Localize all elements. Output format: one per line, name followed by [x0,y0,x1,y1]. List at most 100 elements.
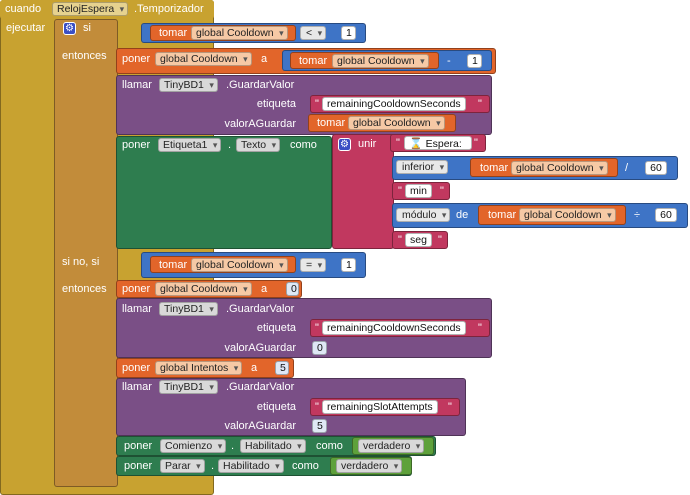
event-name-label: .Temporizador [134,3,204,15]
mutator-gear-icon[interactable]: ⚙ [338,138,351,151]
quote-open: " [398,185,402,197]
number-field[interactable]: 5 [275,361,289,375]
call-label: llamar [122,381,152,393]
tag-label: etiqueta [256,322,296,334]
of-label: de [456,209,469,221]
as-label: como [292,460,319,472]
number-field[interactable]: 0 [312,341,327,355]
store-method-label: .GuardarValor [226,303,295,315]
quote-close: " [438,234,442,246]
quote-close: " [440,185,444,197]
quote-close: " [474,137,478,149]
number-field[interactable]: 1 [341,26,356,40]
call-label: llamar [122,303,152,315]
property-dropdown[interactable]: Habilitado [240,439,306,453]
value-to-store-label: valorAGuardar [224,342,296,354]
get-label: tomar [317,117,346,129]
text-field[interactable]: remainingSlotAttempts [322,400,438,414]
quote-close: " [478,98,482,110]
number-field[interactable]: 5 [312,419,327,433]
dot-label: . [211,460,215,472]
store-method-label: .GuardarValor [226,79,295,91]
to-label: a [251,362,258,374]
set-label: poner [124,440,153,452]
set-label: poner [122,362,151,374]
else-if-label: si no, si [62,256,100,268]
text-field[interactable]: remainingCooldownSeconds [322,321,466,335]
modulo-dropdown[interactable]: módulo [396,208,451,222]
set-var-dropdown[interactable]: global Cooldown [155,282,252,296]
text-field[interactable]: seg [405,233,432,247]
if-label: si [83,22,91,34]
call-label: llamar [122,79,152,91]
number-field[interactable]: 1 [341,258,356,272]
number-field[interactable]: 1 [467,54,482,68]
join-label: unir [358,138,377,150]
var-dropdown[interactable]: global Cooldown [191,258,288,272]
join-block[interactable] [332,134,394,249]
event-component-dropdown[interactable]: RelojEspera [52,2,129,16]
get-label: tomar [488,209,517,221]
compare-op-dropdown[interactable]: < [300,26,327,40]
modulo-op: ÷ [634,209,641,221]
number-field[interactable]: 60 [655,208,677,222]
var-dropdown[interactable]: global Cooldown [191,26,288,40]
set-label: poner [122,283,151,295]
set-label: poner [122,139,151,151]
property-dropdown[interactable]: Habilitado [218,459,284,473]
component-dropdown[interactable]: Comienzo [160,439,227,453]
tinydb-dropdown[interactable]: TinyBD1 [159,380,218,394]
tag-label: etiqueta [256,401,296,413]
boolean-dropdown[interactable]: verdadero [358,439,425,453]
tag-label: etiqueta [256,98,296,110]
text-field[interactable]: min [405,184,432,198]
value-to-store-label: valorAGuardar [224,118,296,130]
set-var-dropdown[interactable]: global Intentos [155,361,243,375]
quote-close: " [448,401,452,413]
quote-open: " [315,401,319,413]
quote-open: " [396,137,400,149]
text-field[interactable]: remainingCooldownSeconds [322,97,466,111]
tinydb-dropdown[interactable]: TinyBD1 [159,302,218,316]
compare-op-dropdown[interactable]: = [300,258,327,272]
get-label: tomar [159,27,188,39]
store-method-label: .GuardarValor [226,381,295,393]
mutator-gear-icon[interactable]: ⚙ [63,22,76,35]
get-label: tomar [159,259,188,271]
set-label: poner [122,53,151,65]
get-label: tomar [299,55,328,67]
quote-open: " [315,98,319,110]
quote-open: " [315,322,319,334]
property-dropdown[interactable]: Texto [236,138,281,152]
var-dropdown[interactable]: global Cooldown [519,208,616,222]
set-label: poner [124,460,153,472]
dot-label: . [228,139,232,151]
then2-label: entonces [62,283,107,295]
quote-close: " [478,322,482,334]
number-field[interactable]: 60 [645,161,667,175]
get-label: tomar [480,162,509,174]
event-when-label: cuando [5,3,42,15]
var-dropdown[interactable]: global Cooldown [332,54,429,68]
divide-op: / [625,162,629,174]
tinydb-dropdown[interactable]: TinyBD1 [159,78,218,92]
as-label: como [290,139,317,151]
set-var-dropdown[interactable]: global Cooldown [155,52,252,66]
var-dropdown[interactable]: global Cooldown [348,116,445,130]
then-label: entonces [62,50,107,62]
hourglass-icon: ⌛ [409,138,423,150]
quotient-dropdown[interactable]: inferior [396,160,449,174]
set-label-block[interactable] [116,136,332,249]
component-dropdown[interactable]: Parar [160,459,205,473]
minus-op: - [447,55,451,67]
quote-open: " [398,234,402,246]
if-block[interactable] [54,19,118,487]
event-do-label: ejecutar [6,22,46,34]
boolean-dropdown[interactable]: verdadero [336,459,403,473]
component-dropdown[interactable]: Etiqueta1 [158,138,222,152]
to-label: a [261,283,268,295]
text-field[interactable]: ⌛ Espera: [404,136,472,150]
number-field[interactable]: 0 [286,282,299,296]
dot-label: . [231,440,235,452]
var-dropdown[interactable]: global Cooldown [511,161,608,175]
